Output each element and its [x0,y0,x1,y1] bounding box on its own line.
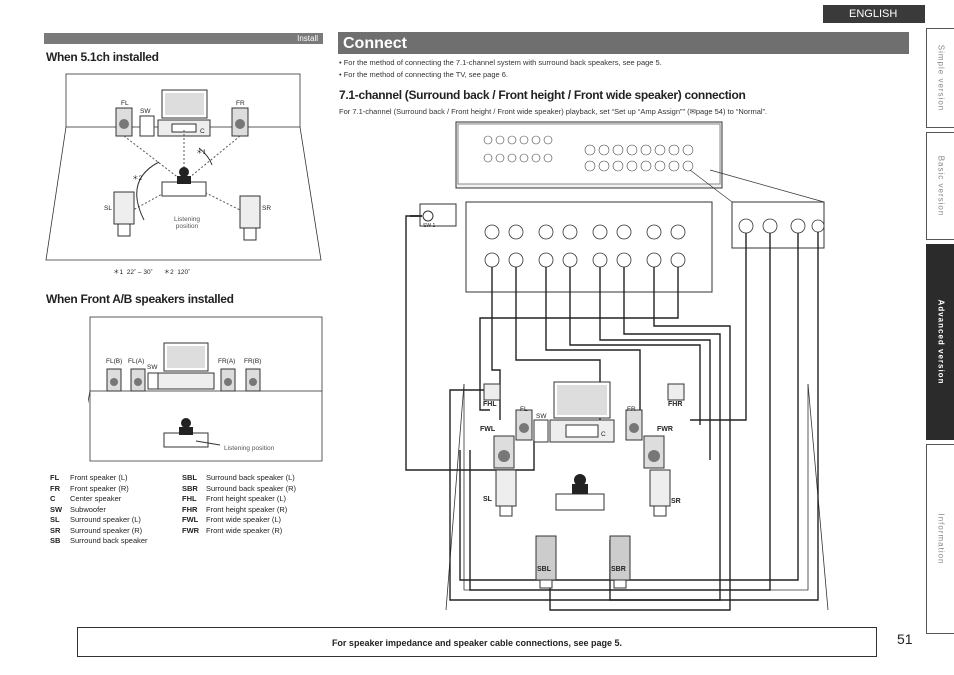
diagram-5-1ch [45,73,322,261]
side-tab-simple[interactable]: Simple version [926,28,954,128]
bullet-2: • For the method of connecting the TV, s… [339,70,508,79]
side-tab-label: Basic version [936,155,945,217]
side-tab-basic[interactable]: Basic version [926,132,954,240]
label-sr: SR [262,205,272,212]
heading-front-ab: When Front A/B speakers installed [46,292,234,306]
label-fra: FR(A) [218,358,236,365]
side-tab-label: Information [936,513,945,565]
label-a2: ＊2 [132,175,143,182]
side-tab-information[interactable]: Information [926,444,954,634]
label-fwl: FWL [480,426,496,433]
label-fr-r: FR [627,406,636,413]
label-sbr: SBR [611,566,626,573]
footer-note: For speaker impedance and speaker cable … [77,627,877,657]
page-title: Connect [338,32,909,54]
label-sw: SW [140,108,151,115]
side-tab-label: Advanced version [936,299,945,385]
label-sw2: SW [147,364,158,371]
bullet-1: • For the method of connecting the 7.1-c… [339,58,662,67]
language-tab: ENGLISH [823,5,925,23]
label-sr-r: SR [671,498,681,505]
section-bar: Install [44,33,323,44]
label-sl: SL [104,205,112,212]
angle-note: ＊1 22˚ – 30˚ ＊2 120˚ [113,269,191,276]
side-tab-advanced[interactable]: Advanced version [926,244,954,440]
label-sw1: SW 1 [423,223,436,229]
label-fl-r: FL [520,406,528,413]
listening-position-label: Listening position [173,216,201,230]
page-number: 51 [897,631,913,647]
heading-5-1ch: When 5.1ch installed [46,50,159,64]
side-tab-label: Simple version [936,44,945,112]
label-c-r: C [601,431,606,438]
label-fwr: FWR [657,426,673,433]
heading-7-1ch: 7.1-channel (Surround back / Front heigh… [339,88,746,102]
label-sw-r: SW [536,413,547,420]
label-a1: ＊1 [196,149,207,156]
label-fhr: FHR [668,401,683,408]
label-sl-r: SL [483,496,492,503]
setup-note: For 7.1-channel (Surround back / Front h… [339,107,768,116]
label-flb: FL(B) [106,358,123,365]
label-c: C [200,128,205,135]
label-fr: FR [236,100,245,107]
label-fhl: FHL [483,401,497,408]
wiring-diagram [405,121,829,611]
label-fla: FL(A) [128,358,145,365]
label-frb: FR(B) [244,358,262,365]
label-fl: FL [121,100,129,107]
diagram-front-ab [88,316,323,462]
listening-position-label-2: Listening position [224,445,275,452]
label-sbl: SBL [537,566,551,573]
